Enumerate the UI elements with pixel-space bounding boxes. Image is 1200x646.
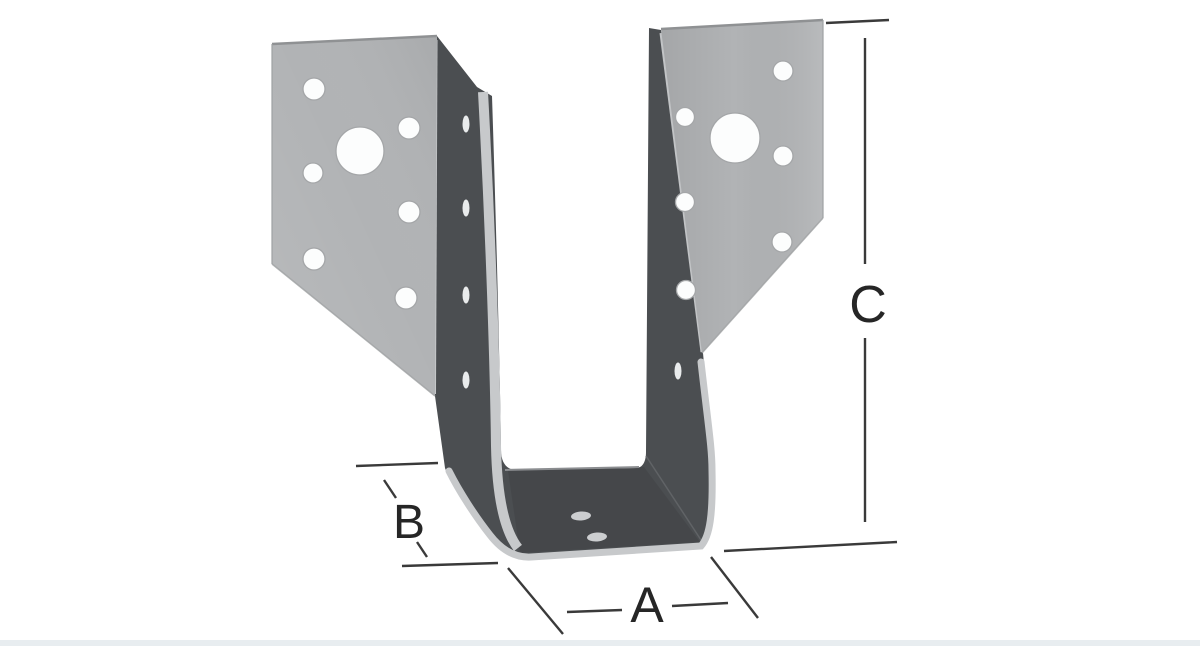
dim-c-top-extension-line [825, 18, 890, 25]
base-slot [587, 532, 607, 542]
left-flange-diagonal-edge [271, 263, 436, 397]
dimension-labels: A B C [393, 276, 887, 633]
dim-a-left-extension-line [507, 567, 564, 635]
dim-b-dash-upper [383, 479, 397, 499]
dim-a-line-right [671, 601, 729, 608]
right-flange-shading [661, 20, 823, 353]
base-slots [571, 511, 607, 542]
bolt-hole [335, 126, 385, 176]
left-flange-plate [271, 34, 438, 397]
nail-hole [394, 286, 418, 310]
web-slot [674, 362, 682, 380]
base-bend-seam [645, 455, 702, 541]
right-flange-top-edge [660, 18, 824, 31]
left-web-slots [462, 115, 470, 389]
right-flange-plate [660, 18, 824, 354]
base-inner-top-edge [504, 466, 640, 471]
dim-a-line-left [566, 608, 623, 614]
left-web-edge-highlight [478, 91, 523, 552]
nail-hole [302, 162, 324, 184]
web-slot [462, 371, 470, 389]
dim-b-top-extension-line [355, 461, 439, 468]
left-flange-nail-holes [302, 77, 421, 310]
right-flange-nail-holes [674, 60, 794, 301]
dim-b-dash-lower [416, 541, 428, 558]
dimension-a-label: A [630, 577, 664, 633]
left-flange-top-edge [271, 34, 438, 46]
nail-hole [302, 247, 326, 271]
left-flange-shading [272, 36, 437, 396]
bottom-edge-highlight [445, 358, 716, 561]
nail-hole [772, 60, 794, 82]
dimension-b-label: B [393, 496, 425, 549]
nail-hole [772, 145, 794, 167]
joist-hanger-body [271, 18, 824, 561]
dimension-c [723, 18, 898, 553]
dimension-b [355, 461, 499, 568]
nail-hole [397, 200, 421, 224]
nail-hole [674, 106, 696, 128]
image-bottom-edge [0, 640, 1200, 646]
right-flange-diagonal-edge [701, 217, 824, 354]
nail-hole [675, 279, 697, 301]
nail-hole [397, 116, 421, 140]
web-slot [462, 199, 470, 217]
bolt-hole [709, 112, 761, 164]
nail-hole [674, 191, 696, 213]
dimension-a [507, 556, 759, 635]
dimension-c-label: C [849, 276, 887, 334]
base-inner-shading [508, 467, 700, 553]
dim-b-bottom-extension-line [401, 561, 499, 568]
nail-hole [771, 231, 793, 253]
web-slot [462, 286, 470, 304]
dim-a-right-extension-line [710, 556, 759, 619]
dim-c-bottom-extension-line [723, 540, 898, 553]
nail-hole [302, 77, 326, 101]
dimension-annotations [355, 18, 898, 635]
base-slot [571, 511, 591, 521]
web-slot [462, 115, 470, 133]
